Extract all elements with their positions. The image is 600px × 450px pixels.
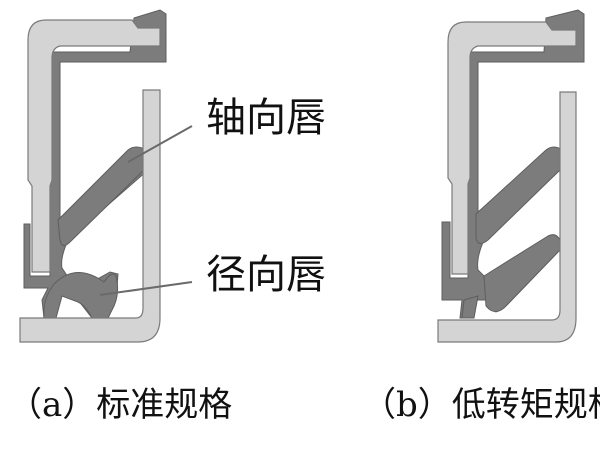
dust-lip-b <box>461 295 479 319</box>
seal-b <box>437 9 585 343</box>
seal-b-inner-sleeve <box>437 91 577 343</box>
axial-lip-b <box>475 146 563 244</box>
axial-lip-a <box>57 146 149 246</box>
axial-lip-label: 轴向唇 <box>206 95 326 141</box>
seal-a-metal-case <box>27 19 161 273</box>
radial-lip-label: 径向唇 <box>206 252 326 298</box>
caption-b: （b）低转矩规格 <box>362 385 600 425</box>
radial-lip-leader <box>99 281 193 296</box>
seal-b-metal-case <box>447 21 577 275</box>
caption-a: （a）标准规格 <box>8 385 233 425</box>
radial-lip-b <box>483 234 561 312</box>
axial-lip-leader <box>127 125 193 163</box>
seal-a-inner-sleeve <box>19 89 161 343</box>
seal-a <box>19 9 193 343</box>
